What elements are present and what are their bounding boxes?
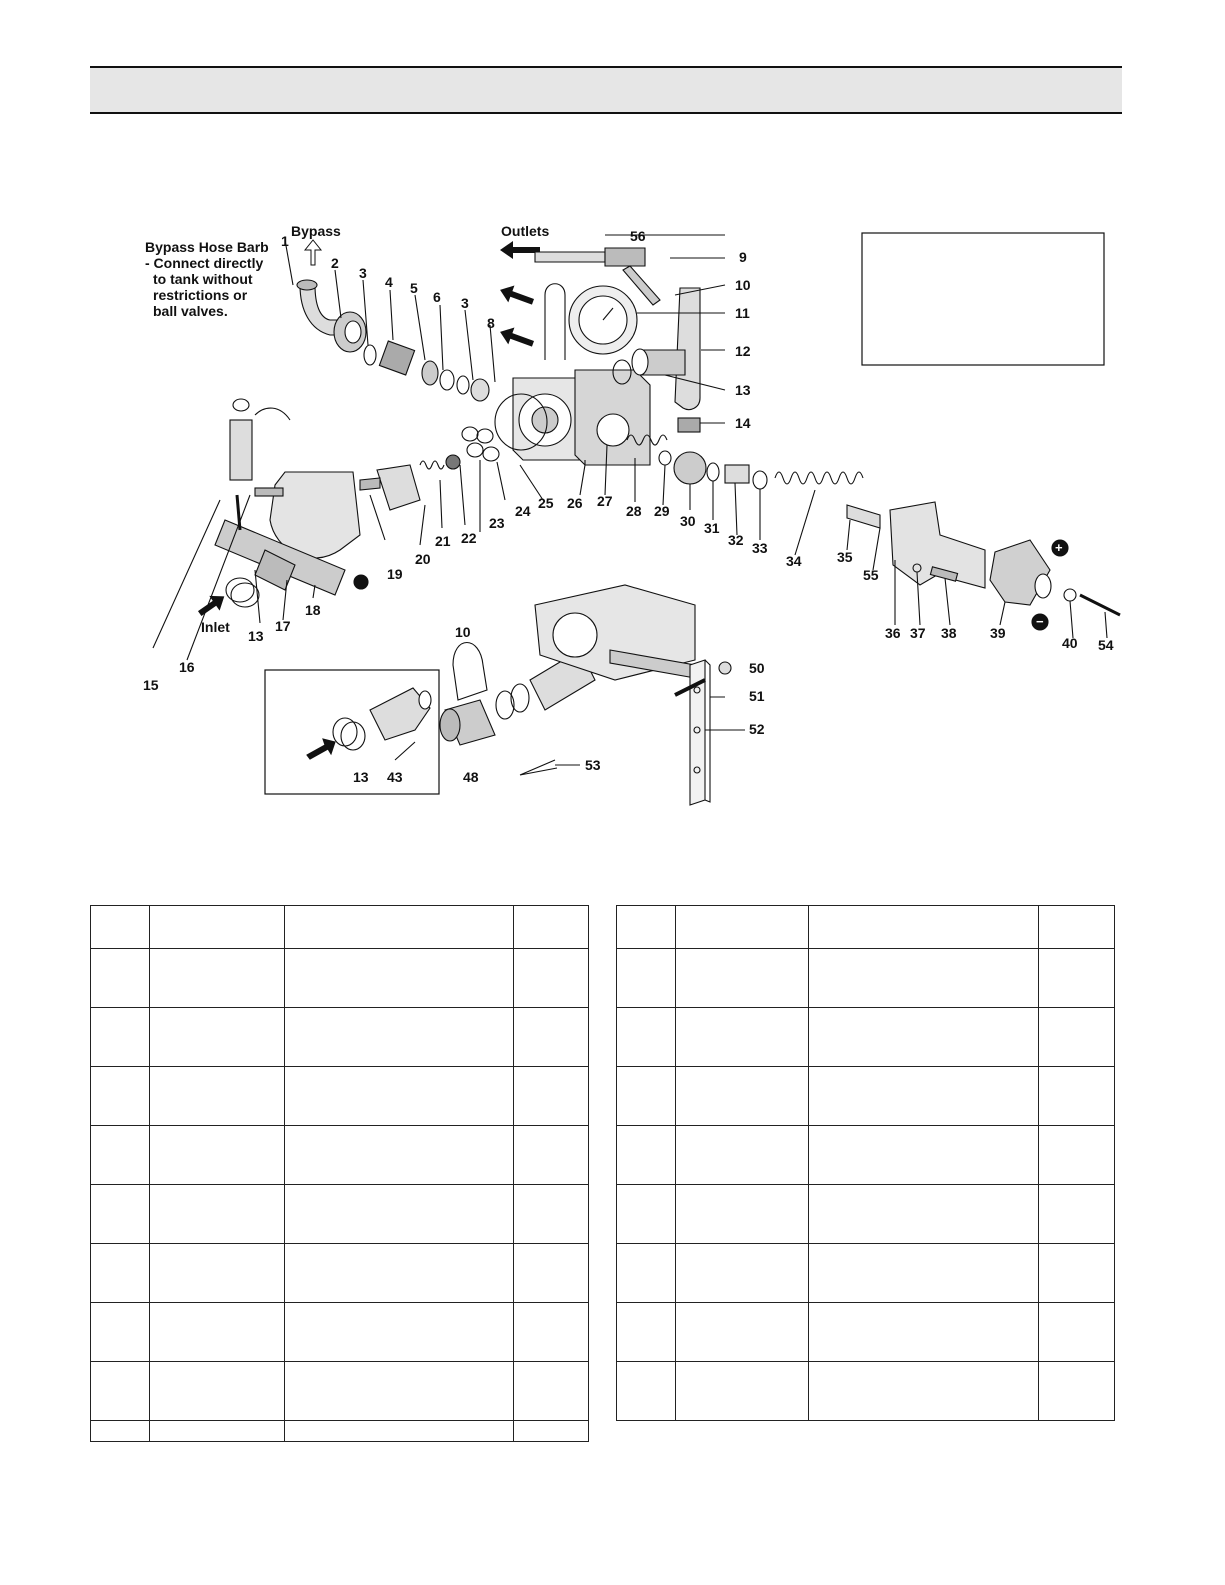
- inlet-arrow-icon: [197, 595, 225, 617]
- callout: 19: [387, 566, 403, 582]
- callout: 10: [455, 624, 471, 640]
- callout: 53: [585, 757, 601, 773]
- table-row: [616, 1007, 1115, 1067]
- callout: 34: [786, 553, 802, 569]
- diagram-svg: Bypass Hose Barb - Connect directly to t…: [143, 223, 1121, 806]
- table-row: [90, 1125, 589, 1185]
- callout: 2: [331, 255, 339, 271]
- table-row: [90, 1243, 589, 1303]
- callout: 10: [735, 277, 751, 293]
- callout: 26: [567, 495, 583, 511]
- outlet-arrow-icon: [500, 285, 535, 305]
- callout: 3: [359, 265, 367, 281]
- callout: 52: [749, 721, 765, 737]
- callout: 8: [487, 315, 495, 331]
- table-row: [90, 1302, 589, 1362]
- inset-box: [264, 669, 440, 795]
- table-row: [616, 1066, 1115, 1126]
- callout: 4: [385, 274, 393, 290]
- callout: 13: [735, 382, 751, 398]
- table-row: [616, 948, 1115, 1008]
- callout: 15: [143, 677, 159, 693]
- callout: 36: [885, 625, 901, 641]
- table-row: [616, 1184, 1115, 1244]
- table-row: [90, 1007, 589, 1067]
- callout: 3: [461, 295, 469, 311]
- callout: 54: [1098, 637, 1114, 653]
- svg-text:+: +: [1055, 540, 1063, 555]
- exploded-parts-diagram: Bypass Hose Barb - Connect directly to t…: [135, 210, 1125, 820]
- callout: 20: [415, 551, 431, 567]
- callout: 28: [626, 503, 642, 519]
- outlet-arrow-icon: [500, 327, 535, 347]
- outlets-label: Outlets: [501, 223, 549, 239]
- parts-table-right: [616, 905, 1115, 1421]
- callout: 48: [463, 769, 479, 785]
- callout: 6: [433, 289, 441, 305]
- callout: 18: [305, 602, 321, 618]
- table-row: [616, 1361, 1115, 1421]
- callout: 38: [941, 625, 957, 641]
- callout: 14: [735, 415, 751, 431]
- callout: 56: [630, 228, 646, 244]
- table-row: [616, 1243, 1115, 1303]
- table-row: [90, 1066, 589, 1126]
- callout: 13: [248, 628, 264, 644]
- bypass-label: Bypass: [291, 223, 341, 239]
- callout: 32: [728, 532, 744, 548]
- section-header-bar: [90, 66, 1122, 114]
- callout: 35: [837, 549, 853, 565]
- callout: 55: [863, 567, 879, 583]
- table-row: [616, 1125, 1115, 1185]
- callout: 40: [1062, 635, 1078, 651]
- callout: 25: [538, 495, 554, 511]
- callout: 51: [749, 688, 765, 704]
- svg-text:−: −: [1036, 614, 1044, 629]
- callout: 39: [990, 625, 1006, 641]
- callout: 12: [735, 343, 751, 359]
- callout: 23: [489, 515, 505, 531]
- callout: 5: [410, 280, 418, 296]
- callout: 16: [179, 659, 195, 675]
- parts-table-left: [90, 905, 589, 1442]
- callout: 31: [704, 520, 720, 536]
- table-header-row: [90, 905, 589, 949]
- callout: 13: [353, 769, 369, 785]
- legend-box: [861, 232, 1105, 366]
- outlet-arrow-icon: [500, 241, 540, 259]
- inlet-label: Inlet: [201, 619, 230, 635]
- inset-arrow-icon: [306, 738, 336, 760]
- bypass-note-line: ball valves.: [153, 303, 228, 319]
- callout: 11: [735, 305, 750, 321]
- callout: 33: [752, 540, 768, 556]
- table-row: [90, 948, 589, 1008]
- callout: 1: [281, 233, 289, 249]
- callout: 21: [435, 533, 451, 549]
- bypass-note-line: - Connect directly: [145, 255, 263, 271]
- bypass-note-title: Bypass Hose Barb: [145, 239, 269, 255]
- callout: 37: [910, 625, 926, 641]
- bypass-note-line: to tank without: [153, 271, 253, 287]
- callout: 29: [654, 503, 670, 519]
- callout: 22: [461, 530, 477, 546]
- callout: 30: [680, 513, 696, 529]
- callout: 43: [387, 769, 403, 785]
- callout: 24: [515, 503, 531, 519]
- callout: 50: [749, 660, 765, 676]
- callout: 9: [739, 249, 747, 265]
- table-row: [616, 1302, 1115, 1362]
- bypass-arrow-icon: [303, 239, 323, 266]
- callout: 17: [275, 618, 291, 634]
- callout: 27: [597, 493, 613, 509]
- table-row: [90, 1420, 589, 1442]
- table-header-row: [616, 905, 1115, 949]
- bypass-note-line: restrictions or: [153, 287, 248, 303]
- table-row: [90, 1361, 589, 1421]
- table-row: [90, 1184, 589, 1244]
